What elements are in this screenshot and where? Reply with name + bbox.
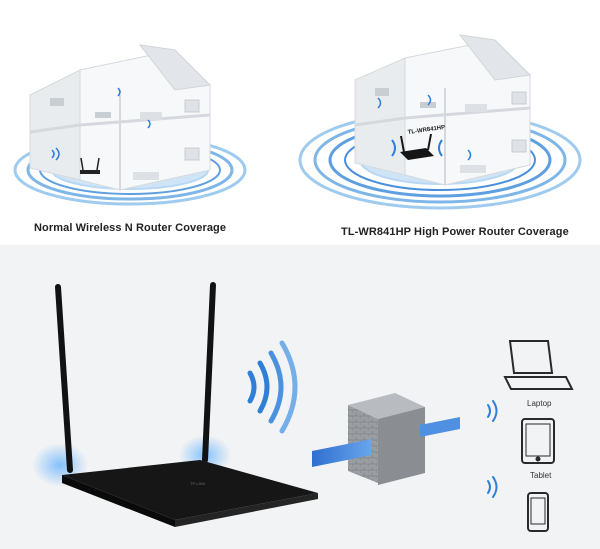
laptop-label: Laptop	[527, 399, 552, 408]
high-power-house: TL-WR841HP	[354, 34, 532, 186]
tablet-icon	[521, 418, 555, 464]
wall-penetration-illustration: TP-LINK	[32, 282, 574, 532]
wall-penetration-section: TP-LINK	[0, 245, 600, 549]
phone-icon	[527, 492, 549, 532]
device-wifi-icons	[487, 400, 498, 498]
normal-coverage-illustration	[13, 44, 247, 206]
normal-house	[29, 44, 212, 191]
tablet-label: Tablet	[530, 471, 552, 480]
high-power-coverage-illustration: TL-WR841HP	[298, 34, 582, 210]
high-power-coverage-caption: TL-WR841HP High Power Router Coverage	[341, 226, 569, 238]
signal-beam-in	[312, 439, 372, 467]
svg-text:TP-LINK: TP-LINK	[190, 481, 206, 486]
signal-beam-out	[420, 417, 460, 437]
router-model-label: TL-WR841HP	[407, 125, 445, 136]
wifi-signal-icon	[247, 340, 298, 434]
brick-wall	[348, 393, 425, 485]
router-device: TP-LINK	[32, 282, 318, 527]
normal-coverage-caption: Normal Wireless N Router Coverage	[34, 222, 227, 234]
coverage-comparison-section: Normal Wireless N Router Coverage	[0, 0, 600, 245]
laptop-icon	[503, 340, 574, 390]
